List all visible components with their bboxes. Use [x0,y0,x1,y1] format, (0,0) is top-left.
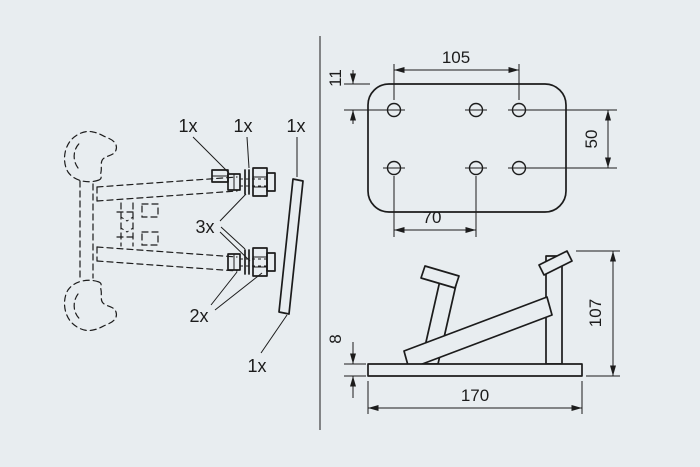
plate-offset-dimension: 11 [326,69,385,124]
plate-offset-dim-label: 11 [326,69,345,87]
plate-hole-spacing-dimension: 70 [393,176,477,237]
plate-width-dimension: 105 [393,48,520,100]
qty-label-lower: 2x [189,306,208,326]
stand-width-dim-label: 170 [461,386,489,405]
leader-lines [192,136,298,354]
mounting-strip [278,178,304,315]
stand-thickness-dim-label: 8 [326,334,345,343]
qty-label-top-right: 1x [286,116,305,136]
exploded-assembly-view: 1x 1x 1x 3x 2x 1x [63,116,306,376]
qty-label-bottom: 1x [247,356,266,376]
plate-width-dim-label: 105 [442,48,470,67]
qty-label-top-middle: 1x [233,116,252,136]
plate-hole-spacing-dim-label: 70 [423,208,442,227]
mounting-plate-top-view: 105 11 50 70 [326,48,617,237]
qty-label-middle: 3x [195,217,214,237]
machine-frame-outline [63,130,238,332]
stand-width-dimension: 170 [367,381,583,414]
stand-left-pad [420,265,460,289]
stand-height-dimension: 107 [576,250,620,377]
stand-height-dim-label: 107 [586,299,605,327]
support-stand-side-view: 8 107 170 [326,250,620,414]
stand-thickness-dimension: 8 [326,334,366,398]
plate-height-dimension: 50 [527,109,617,169]
qty-label-top-left: 1x [178,116,197,136]
stand-base-plate [367,363,583,377]
fastener-hardware [211,167,304,315]
stand-right-pad [538,250,573,276]
plate-height-dim-label: 50 [582,130,601,149]
plate-holes [383,102,530,176]
plate-outline [367,83,567,213]
stand-diagonal-brace [403,296,553,370]
